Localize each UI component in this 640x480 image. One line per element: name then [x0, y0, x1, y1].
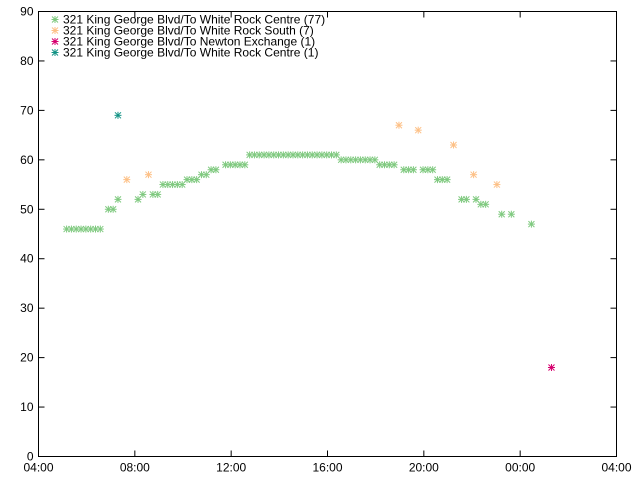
data-point [482, 200, 490, 208]
y-tick-label: 50 [20, 202, 34, 216]
data-point [414, 126, 422, 134]
legend-label: 321 King George Blvd/To White Rock Centr… [63, 46, 318, 60]
legend-marker [51, 49, 59, 56]
plot-frame [38, 11, 617, 457]
legend-marker [51, 38, 59, 45]
y-tick-label: 40 [20, 252, 34, 266]
data-point [275, 151, 283, 159]
data-point [400, 166, 408, 174]
y-tick-label: 20 [20, 351, 34, 365]
y-tick-label: 60 [20, 153, 34, 167]
axis-ticks: 0 10 20 30 40 50 60 70 80 90 04:00 08:00 12:00 16:00 2… [20, 5, 632, 475]
data-point [193, 176, 201, 184]
data-point [429, 166, 437, 174]
data-point [87, 225, 95, 233]
data-point [255, 151, 263, 159]
x-tick-label: 16:00 [312, 461, 342, 475]
data-point [527, 220, 535, 228]
data-point [123, 176, 131, 184]
data-point [547, 364, 555, 371]
data-point [507, 210, 515, 218]
x-tick-label: 20:00 [409, 461, 439, 475]
data-point [63, 225, 71, 233]
data-point [207, 166, 215, 174]
data-point [395, 121, 403, 129]
data-point [139, 190, 147, 198]
y-tick-label: 0 [27, 450, 34, 464]
legend: 321 King George Blvd/To White Rock Centr… [51, 13, 325, 60]
data-point [154, 190, 162, 198]
data-point [212, 166, 220, 174]
data-point [493, 181, 501, 189]
data-point [197, 171, 205, 179]
legend-label: 321 King George Blvd/To Newton Exchange … [63, 35, 315, 49]
data-point [462, 195, 470, 203]
data-point [104, 205, 112, 213]
data-point [332, 151, 340, 159]
data-point [241, 161, 249, 169]
legend-marker [51, 27, 59, 34]
x-tick-label: 00:00 [505, 461, 535, 475]
legend-label: 321 King George Blvd/To White Rock Centr… [63, 13, 325, 27]
data-point [366, 156, 374, 164]
x-tick-label: 04:00 [23, 461, 53, 475]
data-point [380, 161, 388, 169]
data-point [149, 190, 157, 198]
legend-label: 321 King George Blvd/To White Rock South… [63, 24, 314, 38]
data-point [498, 210, 506, 218]
y-tick-label: 80 [20, 54, 34, 68]
data-point [347, 156, 355, 164]
data-point [433, 176, 441, 184]
data-point [356, 156, 364, 164]
data-points [63, 111, 555, 371]
y-tick-label: 70 [20, 103, 34, 117]
data-point [470, 171, 478, 179]
data-point [114, 195, 122, 203]
data-point [458, 195, 466, 203]
x-tick-label: 04:00 [601, 461, 631, 475]
data-point [250, 151, 258, 159]
x-tick-label: 08:00 [120, 461, 150, 475]
data-point [144, 171, 152, 179]
data-point [114, 111, 122, 119]
y-tick-label: 30 [20, 301, 34, 315]
x-tick-label: 12:00 [216, 461, 246, 475]
data-point [390, 161, 398, 169]
data-point [450, 141, 458, 149]
data-point [265, 151, 273, 159]
data-point [96, 225, 104, 233]
y-tick-label: 90 [20, 5, 34, 19]
data-point [109, 205, 117, 213]
data-point [443, 176, 451, 184]
data-point [294, 151, 302, 159]
y-tick-label: 10 [20, 400, 34, 414]
legend-marker [51, 16, 59, 23]
data-point [409, 166, 417, 174]
data-point [472, 195, 480, 203]
